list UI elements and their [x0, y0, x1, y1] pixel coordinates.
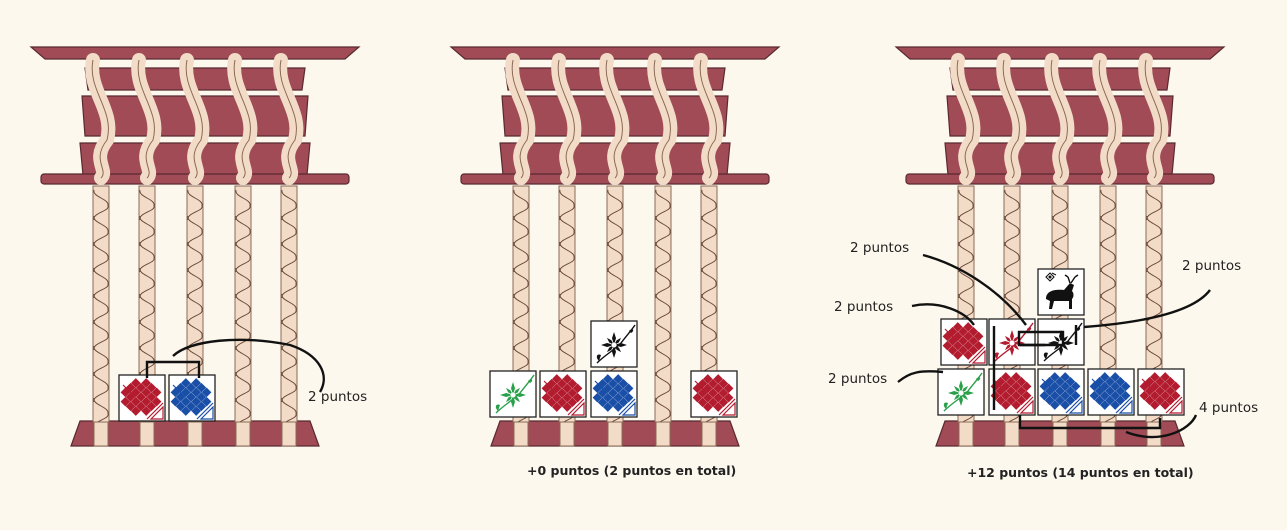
panel3-label-top-right: 2 puntos	[1182, 258, 1242, 274]
panel3-caption: +12 puntos (14 puntos en total)	[967, 465, 1194, 480]
score-connector-line	[172, 338, 325, 393]
tile-p3-diamond-red	[940, 318, 988, 366]
score-connector-line	[897, 370, 944, 383]
tile-p3-flower-green	[937, 368, 985, 416]
score-connector-line	[1018, 415, 1162, 430]
tile-p3-diamond-red	[1137, 368, 1185, 416]
tile-p3-diamond-red	[988, 368, 1036, 416]
panel2-caption: +0 puntos (2 puntos en total)	[527, 463, 737, 478]
panel3-label-low-left: 2 puntos	[828, 371, 888, 387]
tile-p3-diamond-blue	[1037, 368, 1085, 416]
tile-p2-diamond-red	[690, 370, 738, 418]
score-connector-line	[1125, 414, 1198, 439]
score-connector-line	[911, 303, 975, 326]
tile-p2-flower-black	[590, 320, 638, 368]
panel3-label-mid-left: 2 puntos	[834, 299, 894, 315]
tile-p2-diamond-red	[539, 370, 587, 418]
tile-p2-diamond-blue	[590, 370, 638, 418]
score-connector-line	[922, 253, 1027, 326]
score-connector-line	[1017, 330, 1065, 347]
score-connector-line	[145, 360, 201, 378]
tile-p2-flower-green	[489, 370, 537, 418]
panel3-label-right: 4 puntos	[1199, 400, 1259, 416]
tile-p3-deer-black	[1037, 268, 1085, 316]
loom-panel-1	[29, 46, 361, 447]
tile-p1-diamond-red	[118, 374, 166, 422]
panel1-score-label: 2 puntos	[308, 389, 368, 405]
tile-p1-diamond-blue	[168, 374, 216, 422]
tile-p3-flower-red	[988, 318, 1036, 366]
panel3-label-top-left: 2 puntos	[850, 240, 910, 256]
tile-p3-diamond-blue	[1087, 368, 1135, 416]
score-connector-line	[1083, 289, 1211, 329]
